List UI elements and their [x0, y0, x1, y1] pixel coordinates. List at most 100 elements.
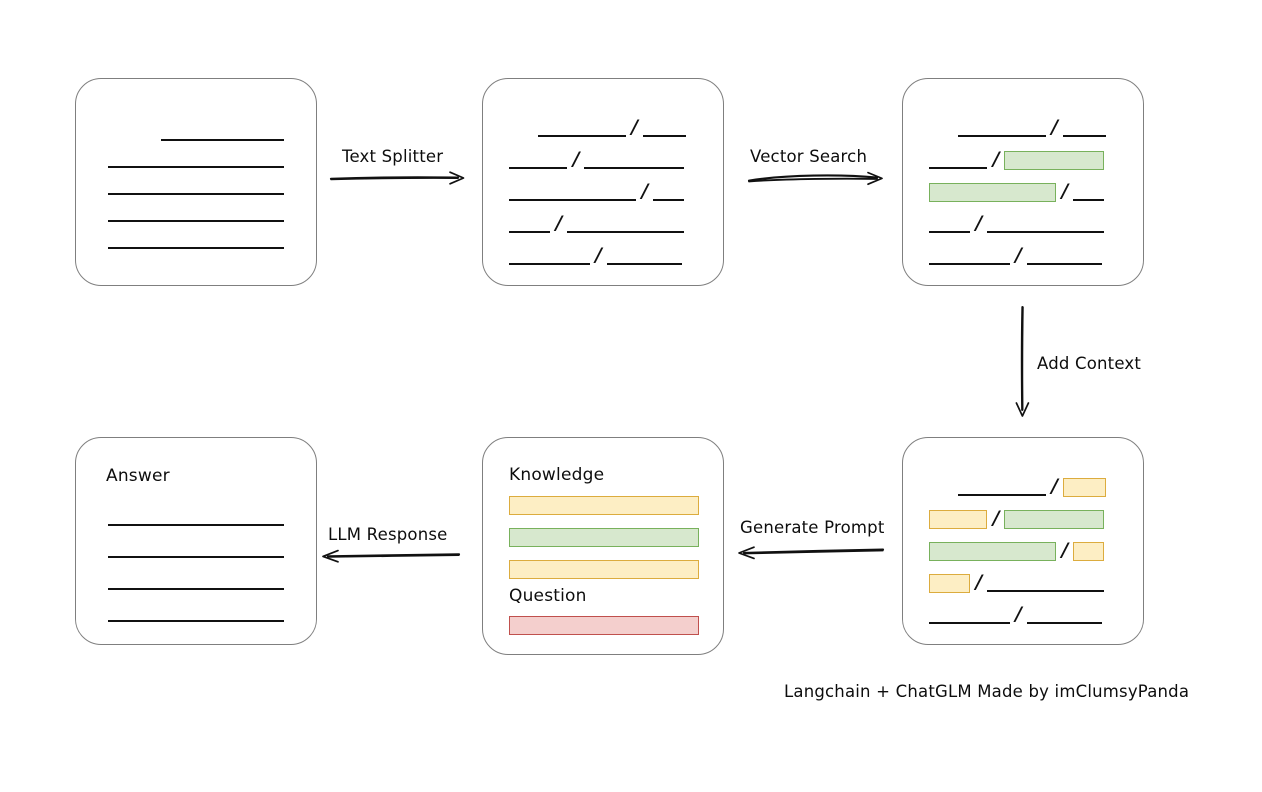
edge-generate-prompt: [736, 542, 885, 562]
highlighted-chunk-yellow[interactable]: [929, 573, 971, 593]
chunk-separator-slash: /: [992, 507, 1000, 529]
source-document-box[interactable]: [75, 78, 317, 286]
document-line: /: [929, 572, 1117, 594]
edge-text-splitter: [329, 168, 470, 188]
document-line: /: [929, 476, 1117, 498]
text-rule-segment: [653, 199, 685, 201]
document-line: /: [509, 117, 697, 139]
question-bar[interactable]: [509, 616, 699, 635]
text-rule-segment: [108, 556, 284, 558]
chunk-separator-slash: /: [1050, 116, 1058, 138]
document-line: [108, 538, 284, 560]
edge-generate-prompt-label: Generate Prompt: [740, 518, 885, 537]
text-rule-segment: [1073, 199, 1105, 201]
edge-add-context-label: Add Context: [1037, 354, 1142, 373]
document-line: [108, 175, 284, 197]
edge-llm-response-label: LLM Response: [328, 525, 448, 544]
edge-vector-search: [747, 168, 888, 188]
knowledge-label: Knowledge: [509, 465, 605, 485]
text-rule-segment: [509, 199, 637, 201]
text-rule-segment: [108, 620, 284, 622]
generated-prompt-box[interactable]: Knowledge Question: [482, 437, 724, 655]
split-chunks-box[interactable]: / / / / /: [482, 78, 724, 286]
highlighted-chunk-yellow[interactable]: [1073, 541, 1105, 561]
chunk-separator-slash: /: [992, 148, 1000, 170]
split-chunks-lines: / / / / /: [483, 79, 723, 285]
highlighted-chunk-green[interactable]: [929, 541, 1057, 561]
text-rule-segment: [958, 494, 1046, 496]
source-document-lines: [76, 79, 316, 285]
chunk-separator-slash: /: [1014, 244, 1022, 266]
document-line: [108, 202, 284, 224]
context-added-lines: / / / / /: [903, 438, 1143, 644]
answer-title: Answer: [106, 466, 170, 486]
context-added-box[interactable]: / / / / /: [902, 437, 1144, 645]
document-line: /: [509, 245, 697, 267]
text-rule-segment: [108, 220, 284, 222]
text-rule-segment: [108, 247, 284, 249]
document-line: /: [929, 508, 1117, 530]
edge-text-splitter-label: Text Splitter: [342, 147, 444, 166]
edge-vector-search-label: Vector Search: [750, 147, 868, 166]
chunk-separator-slash: /: [572, 148, 580, 170]
highlighted-chunk-green[interactable]: [929, 182, 1057, 202]
text-rule-segment: [584, 167, 685, 169]
highlighted-chunk-yellow[interactable]: [1062, 477, 1106, 497]
document-line: /: [929, 149, 1117, 171]
text-rule-segment: [1026, 263, 1103, 265]
chunk-separator-slash: /: [1061, 539, 1069, 561]
document-line: /: [509, 181, 697, 203]
text-rule-segment: [929, 622, 1010, 624]
footer-credit: Langchain + ChatGLM Made by imClumsyPand…: [784, 682, 1190, 701]
text-rule-segment: [929, 231, 971, 233]
text-rule-segment: [958, 135, 1046, 137]
document-line: /: [929, 117, 1117, 139]
document-line: [108, 229, 284, 251]
text-rule-segment: [567, 231, 685, 233]
edge-add-context: [1012, 305, 1034, 418]
highlighted-chunk-green[interactable]: [1004, 509, 1105, 529]
text-rule-segment: [987, 590, 1105, 592]
text-rule-segment: [509, 167, 568, 169]
text-rule-segment: [642, 135, 686, 137]
chunk-separator-slash: /: [641, 180, 649, 202]
knowledge-bar[interactable]: [509, 560, 699, 579]
document-line: [108, 148, 284, 170]
document-line: /: [929, 604, 1117, 626]
document-line: /: [929, 540, 1117, 562]
highlighted-chunk-green[interactable]: [1004, 150, 1105, 170]
chunk-separator-slash: /: [1061, 180, 1069, 202]
chunk-separator-slash: /: [630, 116, 638, 138]
text-rule-segment: [538, 135, 626, 137]
document-line: [108, 121, 284, 143]
edge-llm-response: [320, 546, 461, 566]
text-rule-segment: [108, 524, 284, 526]
highlighted-chunk-yellow[interactable]: [929, 509, 988, 529]
chunk-separator-slash: /: [1050, 475, 1058, 497]
question-label: Question: [509, 586, 587, 606]
document-line: /: [929, 213, 1117, 235]
document-line: /: [929, 181, 1117, 203]
text-rule-segment: [509, 263, 590, 265]
knowledge-bar[interactable]: [509, 528, 699, 547]
text-rule-segment: [108, 166, 284, 168]
document-line: /: [509, 213, 697, 235]
text-rule-segment: [987, 231, 1105, 233]
document-line: [108, 602, 284, 624]
document-line: [108, 506, 284, 528]
vector-search-result-box[interactable]: / / / / /: [902, 78, 1144, 286]
text-rule-segment: [929, 263, 1010, 265]
text-rule-segment: [929, 167, 988, 169]
chunk-separator-slash: /: [555, 212, 563, 234]
answer-box[interactable]: Answer: [75, 437, 317, 645]
knowledge-bar[interactable]: [509, 496, 699, 515]
text-rule-segment: [509, 231, 551, 233]
vector-search-result-lines: / / / / /: [903, 79, 1143, 285]
text-rule-segment: [108, 588, 284, 590]
text-rule-segment: [160, 139, 284, 141]
chunk-separator-slash: /: [975, 212, 983, 234]
document-line: /: [509, 149, 697, 171]
answer-lines: [76, 438, 316, 644]
document-line: [108, 570, 284, 592]
